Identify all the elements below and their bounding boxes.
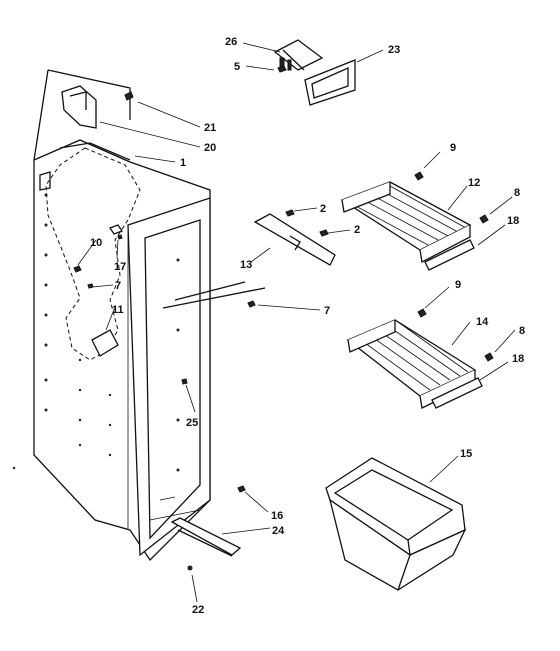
callout-7-left: 7	[115, 280, 121, 292]
small-parts	[12, 224, 266, 571]
leader-lines	[77, 42, 516, 603]
storage-bin	[325, 457, 467, 591]
callout-13: 13	[240, 259, 252, 271]
callout-12: 12	[468, 177, 480, 189]
callout-15: 15	[460, 448, 472, 460]
callout-24: 24	[272, 525, 285, 537]
cabinet-liner	[33, 69, 211, 562]
callout-23: 23	[388, 44, 400, 56]
callout-2-left: 2	[320, 203, 326, 215]
callout-16: 16	[271, 510, 283, 522]
shelf-bracket	[253, 209, 336, 266]
callout-7-center: 7	[324, 305, 330, 317]
top-bracket	[61, 85, 134, 129]
callout-21: 21	[204, 122, 216, 134]
callout-14: 14	[476, 316, 489, 328]
callout-8-lower: 8	[519, 325, 525, 337]
callout-labels: 26 5 23 21 20 1 9 12 8 18 2 2 13 10 17 7…	[90, 36, 525, 616]
callout-18-lower: 18	[512, 353, 524, 365]
callout-17: 17	[114, 261, 126, 273]
callout-22: 22	[192, 604, 204, 616]
callout-11: 11	[112, 304, 124, 316]
callout-5: 5	[234, 61, 240, 73]
callout-25: 25	[186, 417, 198, 429]
upper-wire-shelf	[340, 171, 489, 271]
callout-1: 1	[180, 157, 186, 169]
callout-20: 20	[204, 142, 216, 154]
callout-8-upper: 8	[514, 187, 520, 199]
callout-2-right: 2	[354, 224, 360, 236]
callout-18-upper: 18	[507, 215, 519, 227]
callout-9-lower: 9	[455, 279, 461, 291]
lower-wire-shelf	[346, 308, 494, 409]
ice-bracket	[273, 39, 356, 106]
callout-10: 10	[90, 237, 102, 249]
callout-9-upper: 9	[450, 142, 456, 154]
callout-26: 26	[225, 36, 237, 48]
